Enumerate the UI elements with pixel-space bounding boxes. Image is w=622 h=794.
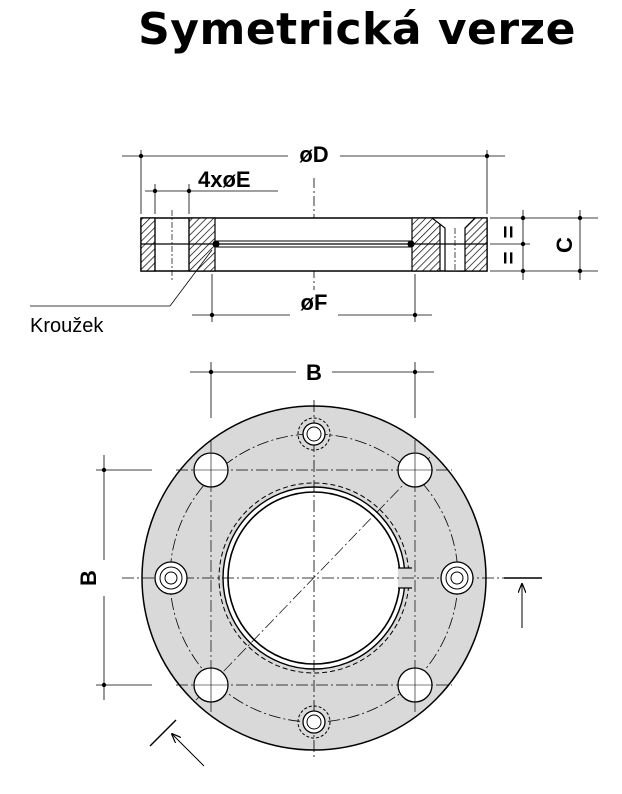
- ring-end-right: [407, 240, 415, 248]
- bolt-hole-bottom-left: [193, 667, 229, 703]
- ring-label: Kroužek: [30, 315, 104, 337]
- screw-hole-top: [297, 417, 331, 451]
- dim-F-label: øF: [301, 290, 328, 315]
- equal-mark-top: =: [496, 226, 521, 239]
- ring-end-left: [212, 240, 220, 248]
- screw-hole-bottom: [297, 705, 331, 739]
- section-cut-left: [149, 719, 177, 747]
- bolt-hole-top-left: [193, 452, 229, 488]
- section-cut-left-arrow: [172, 734, 205, 767]
- section-view: øD 4xøE øF = = C Kroužek: [30, 140, 598, 337]
- dim-B-vertical-label: B: [76, 570, 101, 586]
- bolt-hole-bottom-right: [397, 667, 433, 703]
- bolt-hole-top-right: [397, 452, 433, 488]
- ring-leader-line: [30, 249, 213, 307]
- equal-mark-bottom: =: [496, 252, 521, 265]
- dim-E-label: 4xøE: [198, 167, 251, 192]
- screw-hole-left: [154, 561, 188, 595]
- screw-hole-right: [440, 561, 474, 595]
- plan-view: B B: [76, 358, 542, 767]
- dim-D-label: øD: [299, 142, 328, 167]
- dim-C-label: C: [552, 237, 577, 253]
- page-title: Symetrická verze: [138, 4, 576, 55]
- dim-B-horizontal-label: B: [306, 360, 322, 385]
